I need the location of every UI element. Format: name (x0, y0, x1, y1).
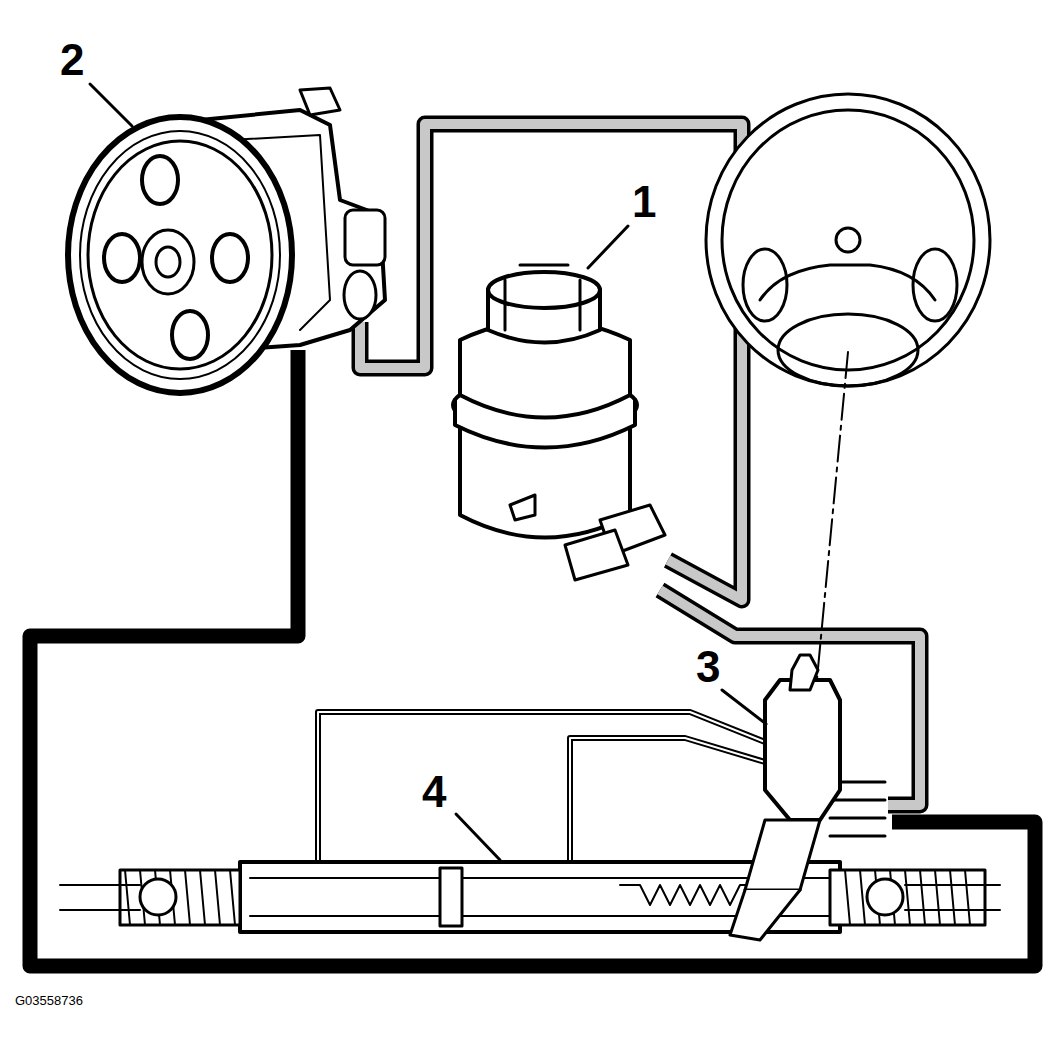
figure-code: G03558736 (15, 994, 83, 1007)
steering-wheel (706, 94, 990, 700)
power-steering-pump (68, 88, 385, 393)
leader-lines (90, 84, 766, 860)
callout-number: 1 (632, 180, 656, 224)
fluid-reservoir (453, 265, 665, 580)
pressure-hose (30, 350, 1035, 966)
supply-hose (360, 124, 742, 600)
callout-number: 4 (422, 770, 446, 814)
callout-number: 3 (696, 645, 720, 689)
steering-rack (60, 655, 1000, 940)
callout-number: 2 (60, 38, 84, 82)
